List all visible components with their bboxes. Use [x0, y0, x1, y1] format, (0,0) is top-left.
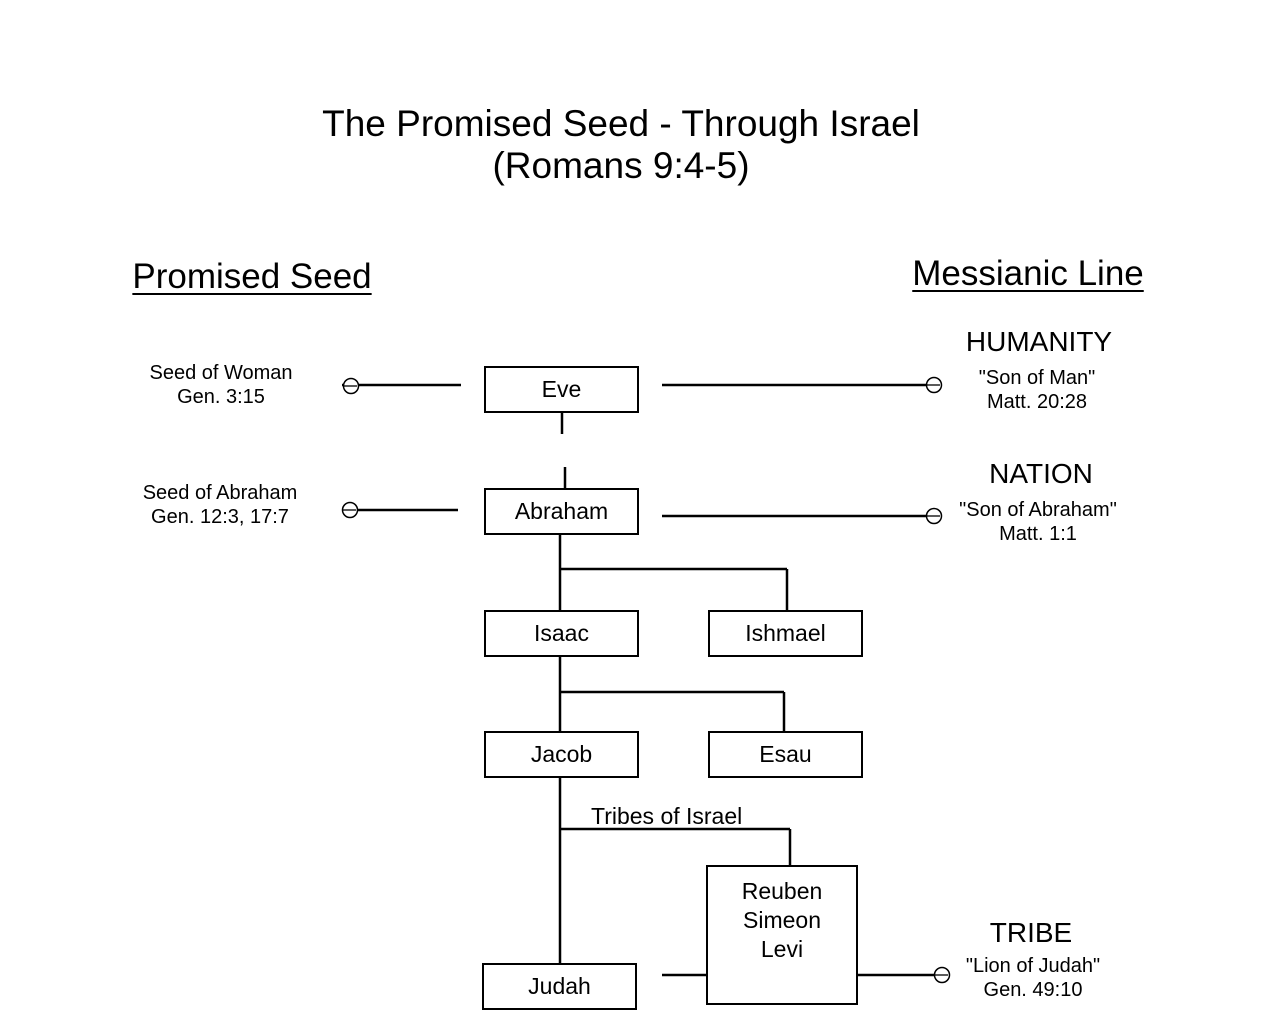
- left-label-ref: Gen. 12:3, 17:7: [151, 506, 289, 528]
- node-jacob: Jacob: [484, 731, 639, 778]
- right-label-son-of-abraham: "Son of Abraham" Matt. 1:1: [959, 498, 1117, 546]
- right-label-ref: Matt. 20:28: [986, 391, 1088, 413]
- node-tribes-group: Reuben Simeon Levi: [706, 865, 858, 1005]
- left-label-ref: Gen. 3:15: [177, 386, 265, 408]
- left-label-name: Seed of Woman: [149, 362, 293, 384]
- page-title: The Promised Seed - Through Israel: [322, 103, 920, 144]
- heading-promised-seed: Promised Seed: [132, 257, 372, 296]
- tribe-name: Simeon: [743, 907, 821, 933]
- right-label-ref: Matt. 1:1: [999, 523, 1077, 545]
- category-humanity: HUMANITY: [965, 326, 1113, 357]
- right-label-lion-of-judah: "Lion of Judah" Gen. 49:10: [966, 954, 1100, 1002]
- node-abraham: Abraham: [484, 488, 639, 535]
- tribe-name: Reuben: [741, 878, 823, 904]
- left-label-name: Seed of Abraham: [142, 482, 298, 504]
- right-label-name: "Son of Abraham": [959, 499, 1117, 521]
- node-ishmael: Ishmael: [708, 610, 863, 657]
- tribes-of-israel-label: Tribes of Israel: [591, 803, 743, 829]
- node-esau: Esau: [708, 731, 863, 778]
- tribe-name: Levi: [760, 936, 804, 962]
- right-label-name: "Lion of Judah": [965, 955, 1101, 977]
- node-isaac: Isaac: [484, 610, 639, 657]
- right-label-son-of-man: "Son of Man" Matt. 20:28: [979, 366, 1095, 414]
- category-tribe: TRIBE: [989, 917, 1073, 948]
- node-eve: Eve: [484, 366, 639, 413]
- left-label-seed-of-woman: Seed of Woman Gen. 3:15: [149, 361, 292, 409]
- page-subtitle: (Romans 9:4-5): [492, 145, 750, 186]
- right-label-name: "Son of Man": [978, 367, 1096, 389]
- heading-messianic-line: Messianic Line: [912, 254, 1144, 293]
- right-label-ref: Gen. 49:10: [983, 979, 1083, 1001]
- category-nation: NATION: [989, 458, 1093, 489]
- left-label-seed-of-abraham: Seed of Abraham Gen. 12:3, 17:7: [143, 481, 298, 529]
